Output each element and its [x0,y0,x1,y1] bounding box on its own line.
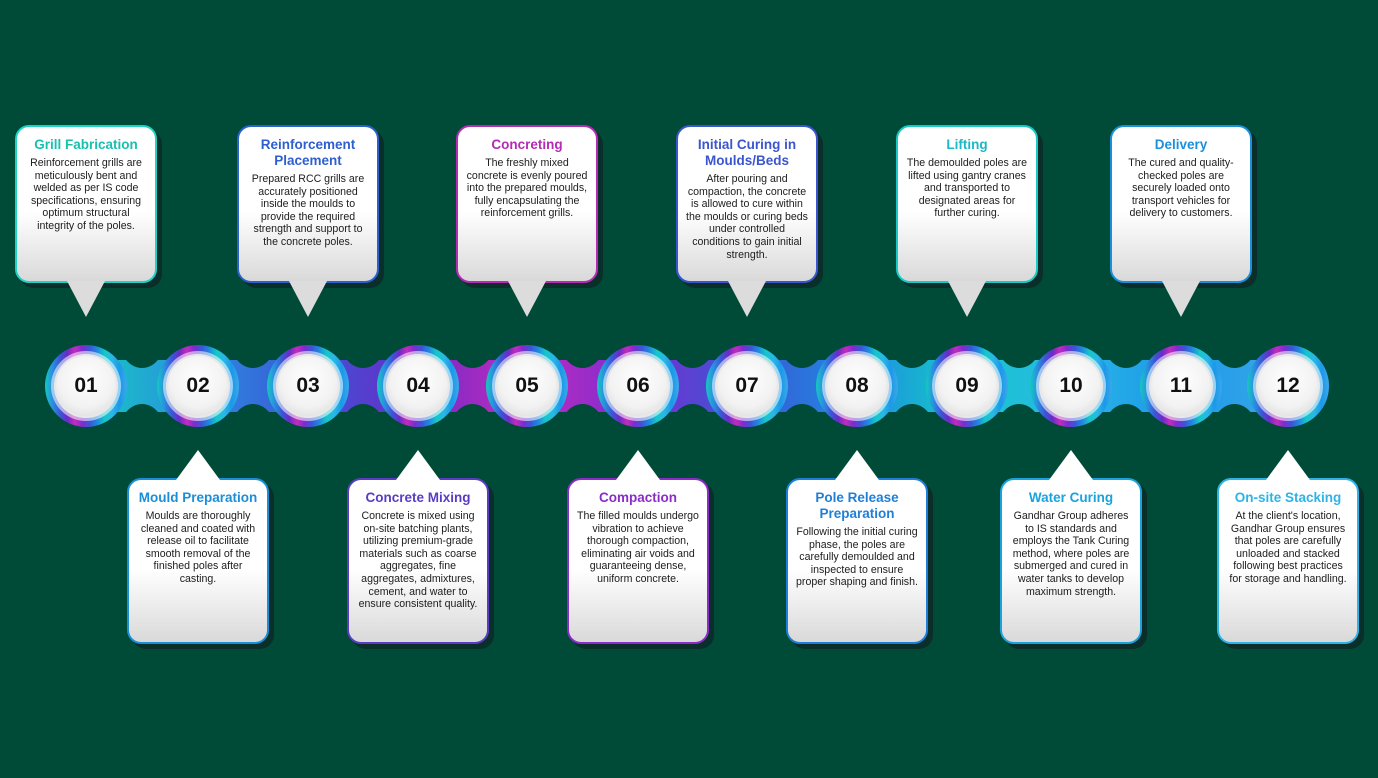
step-number-02: 02 [166,354,230,418]
step-title: Mould Preparation [138,490,258,505]
chain-pinch [341,404,385,456]
chain-pinch [231,404,275,456]
step-description: The demoulded poles are lifted using gan… [906,157,1028,220]
chain-pinch [341,316,385,368]
card-pointer [1162,281,1200,317]
step-title: Compaction [598,490,677,505]
step-description: Prepared RCC grills are accurately posit… [251,173,365,248]
step-title: Water Curing [1028,490,1114,505]
step-description: Concrete is mixed using on-site batching… [358,510,478,611]
card-pointer [728,281,766,317]
step-number-08: 08 [825,354,889,418]
step-title: Concreting [491,137,563,152]
step-title: On-site Stacking [1234,490,1342,505]
chain-pinch [670,404,715,456]
card-pointer [948,281,986,317]
chain-pinch [120,316,164,368]
step-title: Reinforcement Placement [260,137,356,168]
card-pointer [176,450,220,480]
step-description: Following the initial curing phase, the … [796,526,918,589]
step-number-07: 07 [715,354,779,418]
card-pointer [508,281,546,317]
step-description: Moulds are thoroughly cleaned and coated… [140,510,256,585]
step-description: The cured and quality-checked poles are … [1128,157,1234,220]
step-number-11: 11 [1149,354,1213,418]
step-description: After pouring and compaction, the concre… [686,173,808,261]
card-pointer [396,450,440,480]
step-card-12: On-site Stacking At the client's location… [1217,450,1359,644]
step-number-03: 03 [276,354,340,418]
card-pointer [1266,450,1310,480]
card-pointer [67,281,105,317]
step-description: The freshly mixed concrete is evenly pou… [466,157,588,220]
chain-pinch [231,316,275,368]
step-description: The filled moulds undergo vibration to a… [577,510,699,585]
chain-pinch [1212,316,1257,368]
chain-pinch [120,404,164,456]
step-number-01: 01 [54,354,118,418]
step-number-04: 04 [386,354,450,418]
step-title: Lifting [946,137,988,152]
step-number-06: 06 [606,354,670,418]
step-description: Reinforcement grills are meticulously be… [30,157,142,232]
step-title: Initial Curing in Moulds/Beds [697,137,797,168]
step-title: Concrete Mixing [365,490,471,505]
chain-pinch [1104,404,1148,456]
chain-pinch [1104,316,1148,368]
chain-pinch [890,316,934,368]
chain-pinch [560,316,605,368]
card-pointer [616,450,660,480]
step-number-10: 10 [1039,354,1103,418]
chain-pinch [997,316,1041,368]
step-description: Gandhar Group adheres to IS standards an… [1012,510,1130,598]
step-title: Pole Release Preparation [815,490,899,521]
chain-pinch [997,404,1041,456]
card-pointer [289,281,327,317]
step-number-05: 05 [495,354,559,418]
chain-pinch [780,404,824,456]
step-description: At the client's location, Gandhar Group … [1229,510,1347,585]
chain-pinch [450,404,495,456]
chain-pinch [670,316,715,368]
card-pointer [1049,450,1093,480]
chain-pinch [450,316,495,368]
chain-pinch [1212,404,1257,456]
chain-pinch [890,404,934,456]
step-number-09: 09 [935,354,999,418]
chain-pinch [560,404,605,456]
step-title: Grill Fabrication [34,137,138,152]
chain-pinch [780,316,824,368]
card-pointer [835,450,879,480]
step-number-12: 12 [1256,354,1320,418]
step-title: Delivery [1154,137,1208,152]
